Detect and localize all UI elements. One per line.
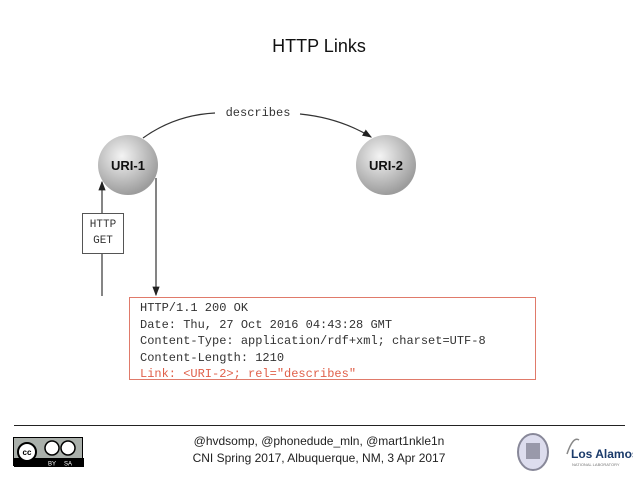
slide-title: HTTP Links	[272, 36, 366, 56]
describes-edge-arrow	[299, 113, 373, 138]
svg-text:cc: cc	[23, 448, 32, 457]
svg-text:Los Alamos: Los Alamos	[571, 447, 633, 461]
describes-edge	[142, 112, 216, 139]
response-line: Date: Thu, 27 Oct 2016 04:43:28 GMT	[140, 317, 393, 332]
http-get-line1: HTTP	[89, 219, 117, 231]
institution-logos: Los Alamos NATIONAL LABORATORY	[515, 432, 633, 472]
footer-authors: @hvdsomp, @phonedude_mln, @mart1nkle1n	[193, 434, 445, 448]
response-line: HTTP/1.1 200 OK	[140, 301, 249, 315]
lanl-logo-icon	[566, 438, 580, 455]
svg-text:NATIONAL LABORATORY: NATIONAL LABORATORY	[572, 462, 620, 467]
edge-label: describes	[226, 106, 291, 120]
node-uri-1	[98, 135, 158, 195]
node-uri-2-label: URI-2	[369, 158, 403, 173]
cc-icon	[17, 442, 37, 462]
response-line: Content-Length: 1210	[140, 350, 285, 365]
http-response-box: HTTP/1.1 200 OK Date: Thu, 27 Oct 2016 0…	[129, 297, 536, 381]
svg-text:BY: BY	[48, 462, 56, 468]
svg-text:SA: SA	[64, 462, 72, 468]
by-icon	[44, 440, 60, 456]
footer-divider	[14, 425, 625, 426]
node-uri-1-label: URI-1	[111, 158, 145, 173]
footer-event: CNI Spring 2017, Albuquerque, NM, 3 Apr …	[192, 451, 446, 465]
response-line: Content-Type: application/rdf+xml; chars…	[140, 334, 486, 348]
cc-license-badge: cc BY SA	[13, 437, 84, 468]
http-get-line2: GET	[93, 235, 113, 247]
link-header-line: Link: <URI-2>; rel="describes"	[140, 367, 357, 381]
http-get-box: HTTP GET	[82, 213, 124, 254]
node-uri-2	[356, 135, 416, 195]
sa-icon	[60, 440, 76, 456]
